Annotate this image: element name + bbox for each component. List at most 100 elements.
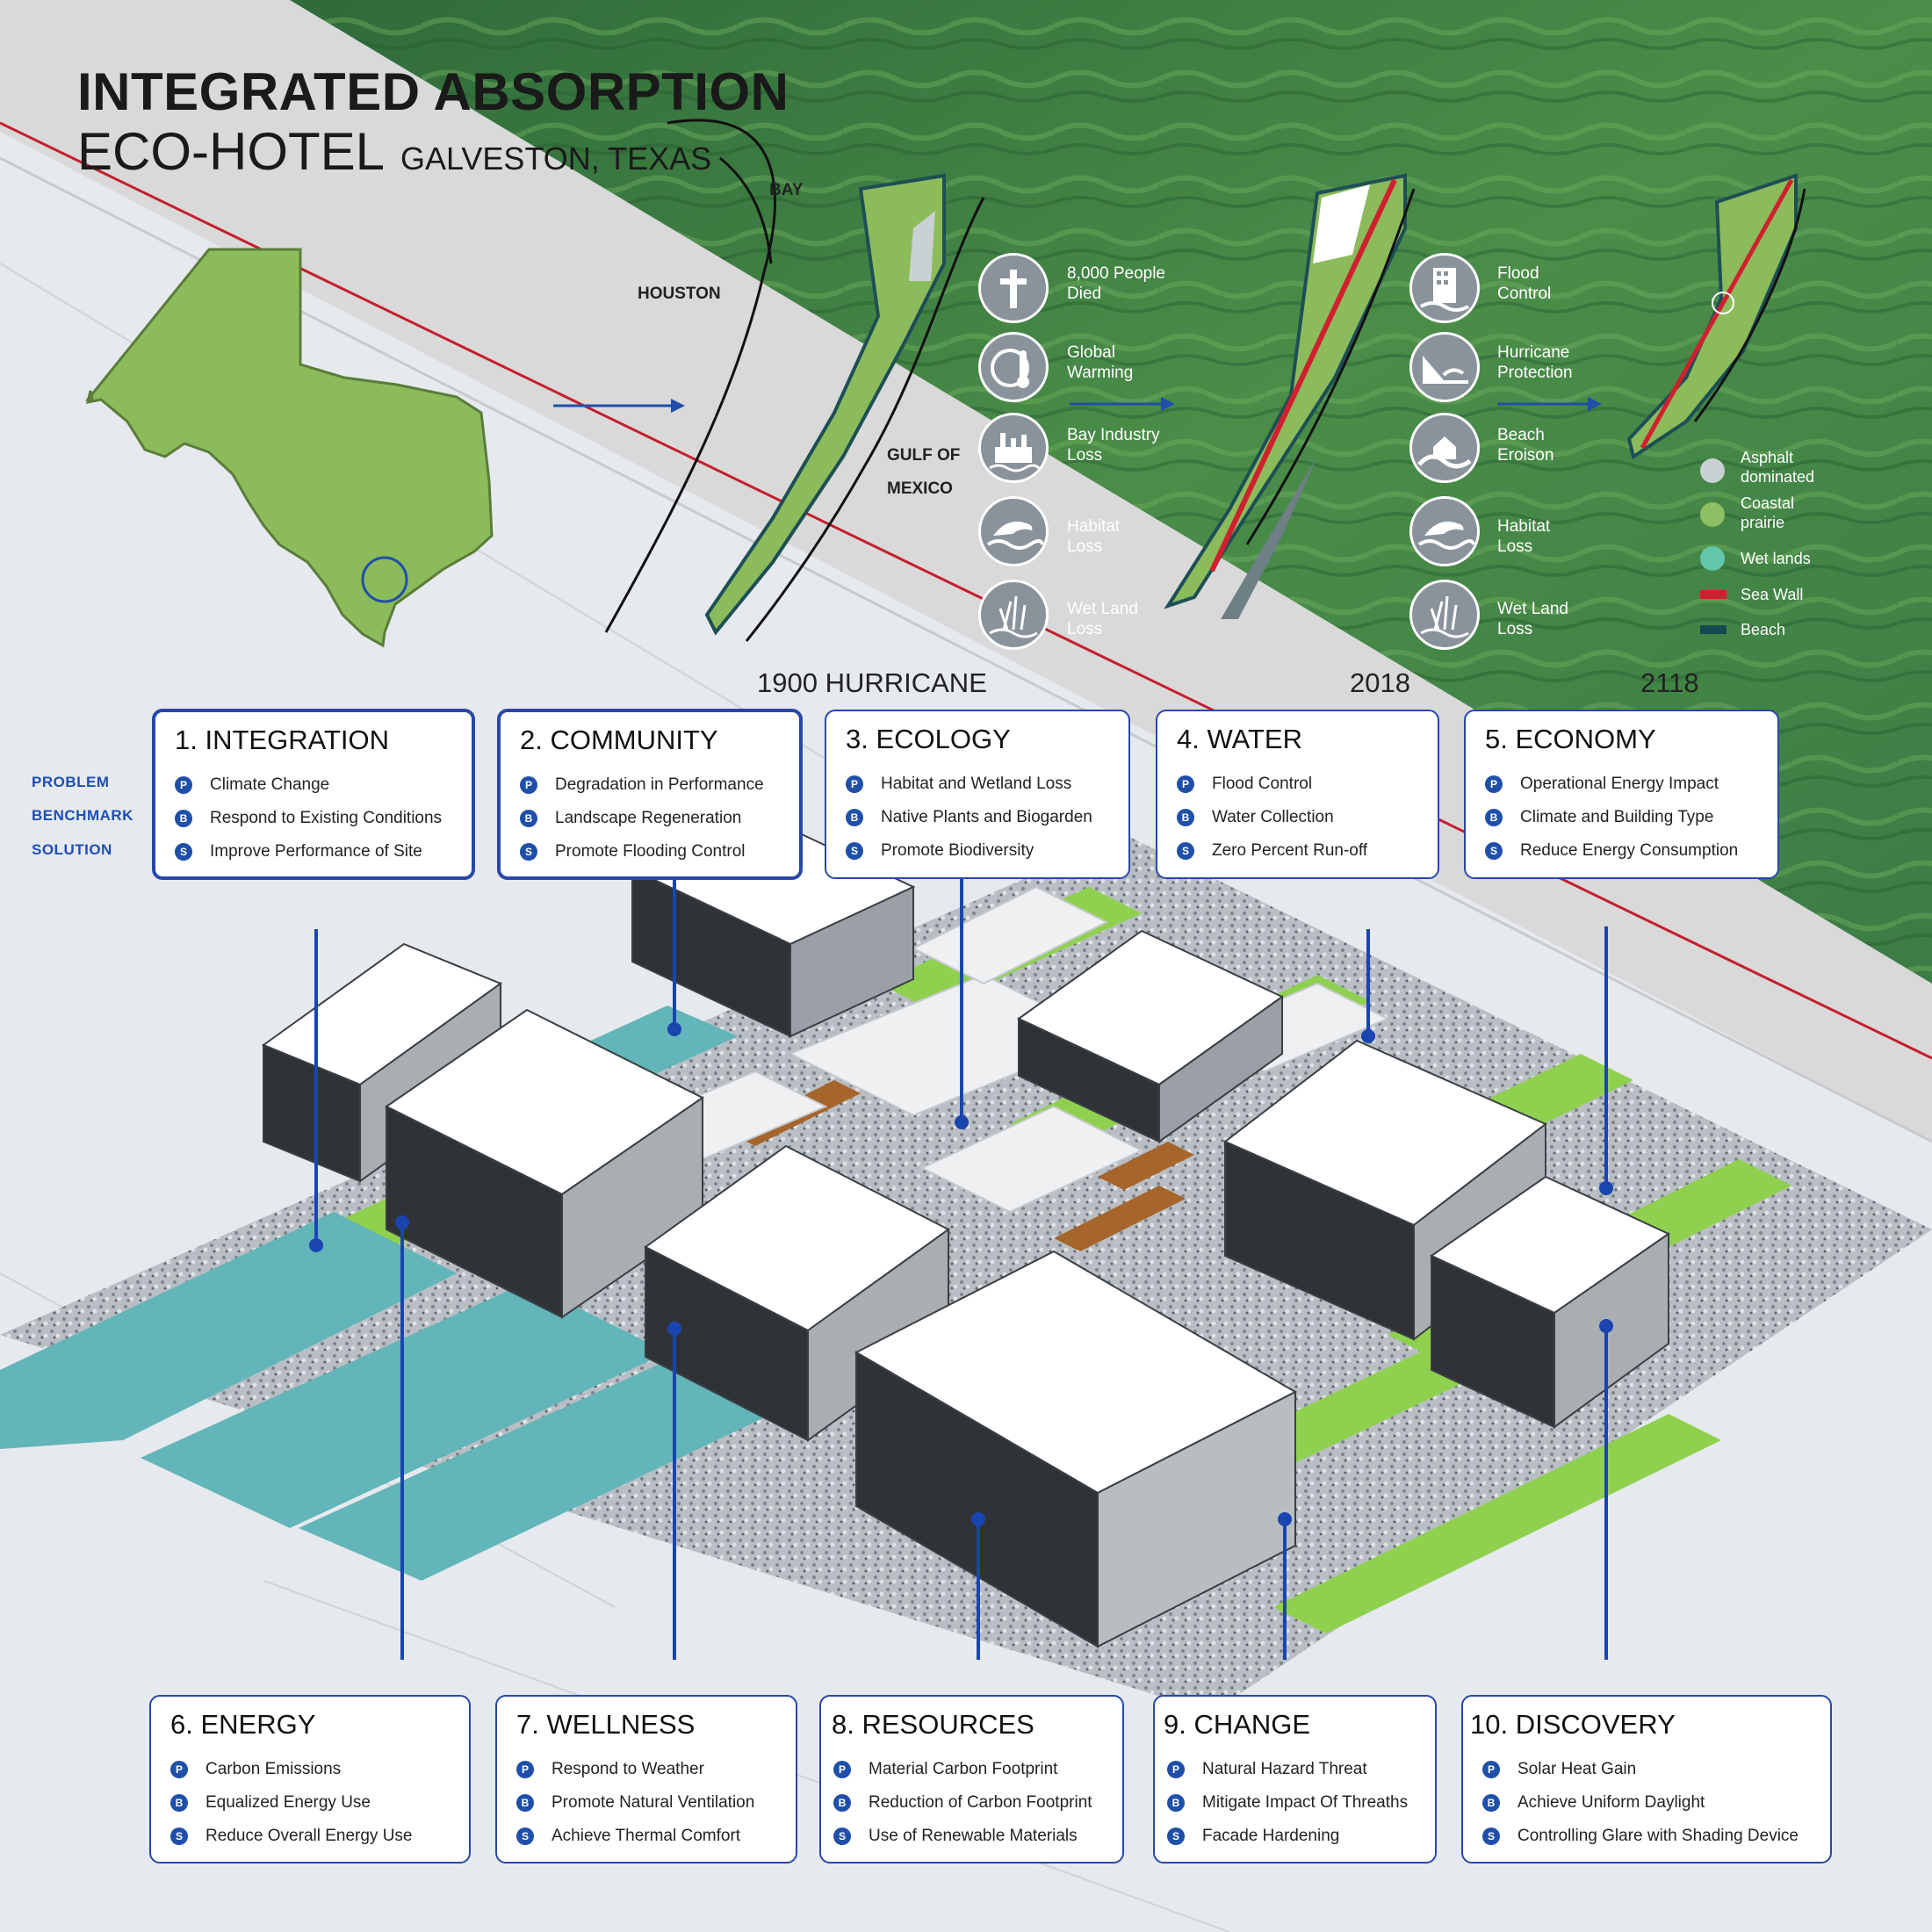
benchmark-badge: B (1485, 809, 1503, 826)
subtitle-location: GALVESTON, TEXAS (400, 141, 712, 177)
item-text: Zero Percent Run-off (1212, 841, 1368, 860)
factory-icon (978, 413, 1049, 483)
legend-swatch-asphalt (1700, 458, 1725, 483)
card-item-solution: S Zero Percent Run-off (1177, 841, 1367, 861)
item-text: Flood Control (1212, 775, 1313, 793)
problem-badge: P (1167, 1761, 1185, 1778)
wetland-grass-icon (1409, 580, 1480, 650)
connector-dot (309, 1238, 323, 1252)
card-item-benchmark: B Native Plants and Biogarden (846, 808, 1092, 827)
card-item-solution: S Achieve Thermal Comfort (516, 1827, 740, 1846)
benchmark-badge: B (1167, 1794, 1185, 1812)
row-label-problem: PROBLEM (32, 774, 110, 790)
legend-swatch-prairie (1700, 502, 1725, 527)
label-gulf-2: MEXICO (887, 479, 953, 498)
benchmark-badge: B (520, 810, 537, 827)
solution-badge: S (1482, 1827, 1500, 1845)
problem-badge: P (1485, 775, 1503, 793)
solution-badge: S (175, 843, 192, 861)
year-2018: 2018 (1350, 667, 1410, 698)
connector-dot (971, 1512, 985, 1526)
subtitle-hotel: ECO-HOTEL (77, 122, 386, 181)
impact-label: 8,000 People Died (1067, 264, 1165, 303)
item-text: Reduction of Carbon Footprint (869, 1793, 1092, 1812)
connector-line (960, 878, 963, 1120)
item-text: Operational Energy Impact (1520, 775, 1719, 793)
impact-label: Habitat Loss (1067, 517, 1121, 556)
problem-badge: P (175, 776, 192, 794)
cross-icon (978, 253, 1049, 323)
card-title: 1. INTEGRATION (175, 724, 390, 755)
label-houston: HOUSTON (638, 285, 721, 303)
connector-dot (667, 1022, 681, 1036)
item-text: Equalized Energy Use (205, 1793, 371, 1812)
impact-label: Global Warming (1067, 343, 1134, 382)
card-item-solution: S Reduce Overall Energy Use (170, 1827, 413, 1846)
connector-line (400, 1222, 404, 1660)
label-gulf-1: GULF OF (887, 446, 961, 465)
solution-badge: S (516, 1827, 534, 1845)
solution-badge: S (170, 1827, 188, 1845)
item-text: Controlling Glare with Shading Device (1517, 1827, 1799, 1845)
problem-badge: P (833, 1761, 851, 1778)
item-text: Mitigate Impact Of Threaths (1202, 1793, 1409, 1812)
building-flood-icon (1409, 253, 1480, 323)
item-text: Reduce Overall Energy Use (205, 1827, 413, 1845)
connector-dot (395, 1215, 409, 1229)
connector-dot (1278, 1512, 1292, 1526)
benchmark-badge: B (175, 810, 192, 827)
solution-badge: S (833, 1827, 851, 1845)
legend-swatch-wetlands (1700, 546, 1725, 571)
card-title: 5. ECONOMY (1485, 724, 1656, 754)
item-text: Use of Renewable Materials (869, 1827, 1078, 1845)
item-text: Habitat and Wetland Loss (881, 775, 1072, 793)
connector-line (1366, 929, 1370, 1034)
card-item-benchmark: B Respond to Existing Conditions (175, 809, 442, 828)
benchmark-badge: B (1177, 809, 1194, 826)
row-label-benchmark: BENCHMARK (32, 807, 133, 824)
legend-label: Wet lands (1741, 550, 1811, 567)
impact-label: Flood Control (1497, 264, 1552, 303)
solution-badge: S (1177, 842, 1194, 860)
dolphin-icon (1409, 496, 1480, 566)
item-text: Carbon Emissions (205, 1760, 342, 1778)
item-text: Respond to Existing Conditions (210, 809, 443, 827)
item-text: Respond to Weather (551, 1760, 704, 1778)
year-1900: 1900 HURRICANE (757, 667, 987, 698)
card-item-solution: S Use of Renewable Materials (833, 1827, 1078, 1846)
item-text: Material Carbon Footprint (869, 1760, 1058, 1778)
item-text: Natural Hazard Threat (1202, 1760, 1367, 1778)
connector-line (1604, 926, 1608, 1190)
item-text: Solar Heat Gain (1517, 1760, 1637, 1778)
item-text: Native Plants and Biogarden (881, 808, 1092, 826)
card-item-benchmark: B Mitigate Impact Of Threaths (1167, 1793, 1408, 1813)
item-text: Promote Flooding Control (555, 842, 746, 861)
item-text: Climate Change (210, 775, 330, 794)
item-text: Achieve Thermal Comfort (551, 1827, 741, 1845)
connector-line (673, 878, 676, 1027)
connector-dot (955, 1115, 969, 1129)
card-item-problem: P Operational Energy Impact (1485, 775, 1719, 794)
item-text: Climate and Building Type (1520, 808, 1714, 826)
benchmark-badge: B (846, 809, 863, 826)
benchmark-badge: B (170, 1794, 188, 1812)
problem-badge: P (516, 1761, 534, 1778)
